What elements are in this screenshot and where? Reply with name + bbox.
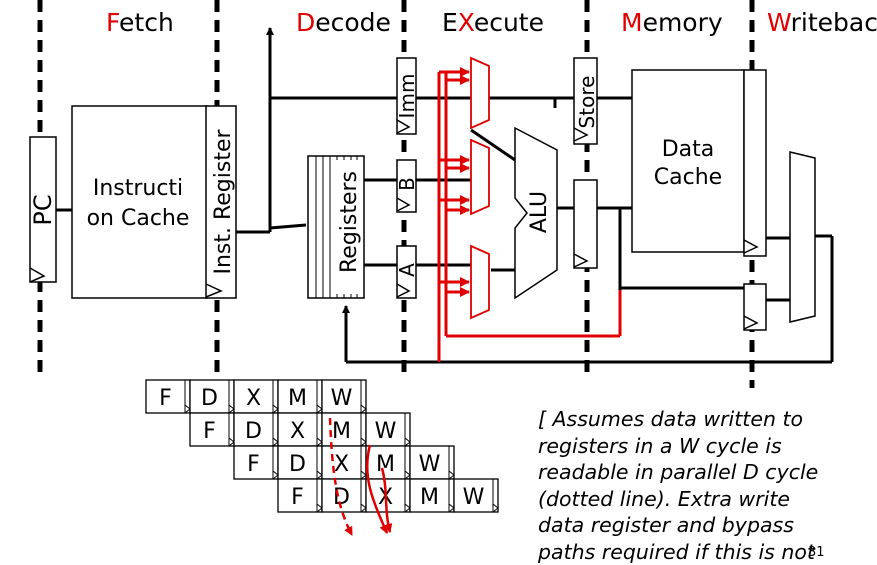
pipeline-cell: D — [234, 413, 278, 446]
bypass-mux-imm — [471, 58, 489, 128]
pipeline-cell-label: X — [334, 452, 349, 477]
pipeline-cell: F — [146, 380, 190, 413]
pc-register: PC — [29, 137, 57, 282]
pipeline-cell: M — [366, 446, 410, 479]
pipeline-cell-label: X — [290, 419, 305, 444]
imm-label: Imm — [395, 74, 419, 119]
pipeline-cell-label: M — [288, 386, 307, 411]
stage-headers: Fetch Decode EXecute Memory Writeback — [106, 8, 877, 37]
icache-label-line2: on Cache — [87, 206, 190, 231]
pipeline-cell-label: M — [332, 419, 351, 444]
note-line: (dotted line). Extra write — [538, 486, 877, 513]
assumption-note: [ Assumes data written to registers in a… — [538, 406, 877, 565]
pipeline-cell-label: F — [203, 419, 216, 444]
note-line: registers in a W cycle is — [538, 433, 877, 460]
pipe-reg-b: B — [395, 160, 419, 212]
pipeline-cell: M — [322, 413, 366, 446]
note-line: [ Assumes data written to — [538, 406, 877, 433]
icache-label-line1: Instructi — [93, 176, 183, 201]
pipeline-cell-label: F — [247, 452, 260, 477]
store-label: Store — [575, 76, 599, 129]
pipeline-cell-label: D — [201, 386, 218, 411]
pipeline-cell-label: D — [289, 452, 306, 477]
register-file: Registers — [308, 156, 364, 298]
pc-label: PC — [29, 194, 57, 225]
stage-label-fetch: Fetch — [106, 8, 174, 37]
bypass-muxes — [471, 58, 489, 318]
bypass-mux-b — [471, 140, 489, 214]
dcache-label-line1: Data — [662, 137, 715, 162]
note-line: readable in parallel D cycle — [538, 459, 877, 486]
pipeline-cell-label: W — [375, 419, 397, 444]
pipeline-cell: D — [278, 446, 322, 479]
pipeline-cell: F — [190, 413, 234, 446]
pipeline-cell-label: M — [420, 485, 439, 510]
inst-register: Inst. Register — [206, 106, 236, 298]
b-label: B — [395, 177, 419, 191]
pipeline-cell-label: F — [291, 485, 304, 510]
a-label: A — [395, 263, 419, 277]
stage-label-memory: Memory — [621, 8, 723, 37]
note-line: paths required if this is not — [538, 539, 877, 565]
pipeline-cell: M — [278, 380, 322, 413]
stage-label-execute: EXecute — [442, 8, 544, 37]
pipeline-cell: F — [278, 479, 322, 512]
pipe-reg-mem-out — [744, 70, 766, 256]
pipeline-cell: D — [190, 380, 234, 413]
pipeline-cell-label: W — [331, 386, 353, 411]
alu-label: ALU — [527, 191, 552, 233]
dcache-label-line2: Cache — [654, 165, 722, 190]
pipeline-cell: W — [322, 380, 366, 413]
bypass-mux-a — [471, 246, 489, 318]
inst-register-label: Inst. Register — [211, 129, 236, 275]
pipe-reg-store: Store — [574, 58, 599, 144]
pipeline-cell-label: W — [419, 452, 441, 477]
registers-label: Registers — [337, 171, 362, 273]
instruction-cache: Instructi on Cache — [72, 106, 207, 298]
pipeline-cell: M — [410, 479, 454, 512]
pipeline-cell: W — [454, 479, 498, 512]
pipeline-cell: W — [410, 446, 454, 479]
writeback-mux — [790, 152, 815, 322]
pipeline-cell: X — [322, 446, 366, 479]
pipeline-cell-label: F — [159, 386, 172, 411]
pipeline-cell-label: D — [245, 419, 262, 444]
stage-label-decode: Decode — [296, 8, 391, 37]
pipe-reg-alu-wb — [744, 284, 766, 330]
pipeline-cell-label: W — [463, 485, 485, 510]
pipeline-cell: X — [278, 413, 322, 446]
pipeline-cell: X — [234, 380, 278, 413]
data-cache: Data Cache — [632, 70, 744, 252]
pipe-reg-imm: Imm — [395, 58, 419, 134]
note-line: data register and bypass — [538, 512, 877, 539]
pipe-reg-alu-out — [574, 180, 597, 268]
pipeline-cell: W — [366, 413, 410, 446]
pipeline-cell-label: M — [376, 452, 395, 477]
stage-label-writeback: Writeback — [767, 8, 877, 37]
pipe-reg-a: A — [395, 246, 419, 298]
alu: ALU — [515, 128, 557, 298]
pipeline-cell: F — [234, 446, 278, 479]
pipeline-cell-label: X — [246, 386, 261, 411]
pipeline-cell: D — [322, 479, 366, 512]
